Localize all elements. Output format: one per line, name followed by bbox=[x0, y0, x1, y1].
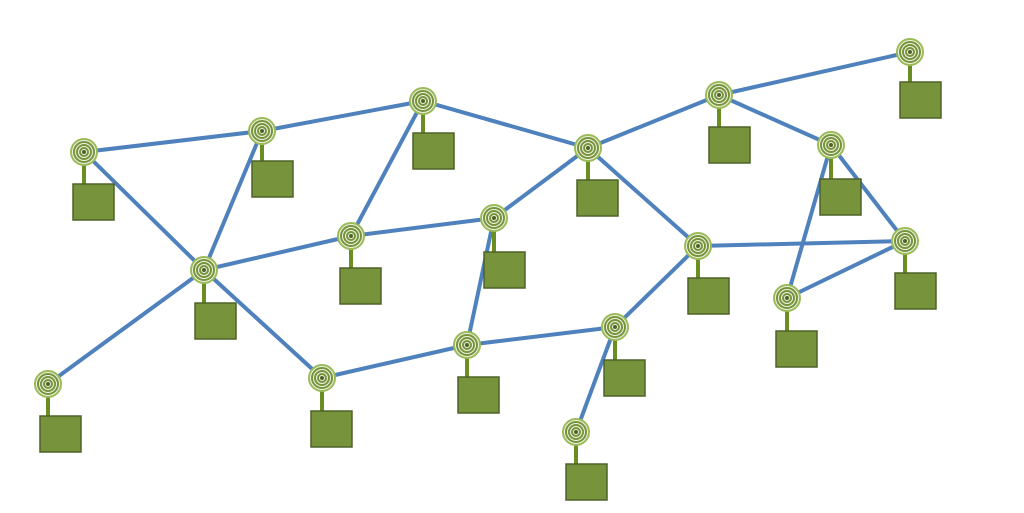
link-n1-n7 bbox=[82, 150, 206, 272]
link-n10-n15 bbox=[613, 244, 700, 329]
wireless-antenna-icon bbox=[601, 313, 629, 341]
wireless-antenna-icon bbox=[891, 227, 919, 255]
wireless-antenna-icon bbox=[248, 117, 276, 145]
link-n5-n6 bbox=[717, 50, 912, 97]
node-n7 bbox=[190, 256, 237, 340]
node-n4 bbox=[574, 134, 619, 217]
node-n18 bbox=[562, 418, 608, 501]
wireless-antenna-icon bbox=[34, 370, 62, 398]
wireless-antenna-icon bbox=[684, 232, 712, 260]
device-box-icon bbox=[251, 160, 294, 198]
node-n5 bbox=[705, 81, 751, 164]
node-n9 bbox=[480, 204, 526, 289]
device-box-icon bbox=[457, 376, 500, 414]
node-n6 bbox=[896, 38, 942, 119]
link-n16-n17 bbox=[785, 143, 833, 300]
node-n15 bbox=[601, 313, 646, 397]
wireless-antenna-icon bbox=[337, 222, 365, 250]
link-n7-n8 bbox=[202, 234, 353, 272]
node-n8 bbox=[337, 222, 382, 305]
wireless-antenna-icon bbox=[562, 418, 590, 446]
device-box-icon bbox=[310, 410, 353, 448]
network-links bbox=[46, 50, 912, 434]
link-n2-n3 bbox=[260, 99, 425, 133]
link-n13-n14 bbox=[320, 343, 469, 380]
link-n4-n5 bbox=[586, 93, 721, 150]
link-n4-n9 bbox=[492, 146, 590, 220]
device-box-icon bbox=[565, 463, 608, 501]
link-n7-n12 bbox=[46, 268, 206, 386]
node-n2 bbox=[248, 117, 294, 198]
device-box-icon bbox=[708, 126, 751, 164]
wireless-antenna-icon bbox=[453, 331, 481, 359]
node-n14 bbox=[453, 331, 500, 414]
device-box-icon bbox=[603, 359, 646, 397]
link-n14-n15 bbox=[465, 325, 617, 347]
wireless-antenna-icon bbox=[190, 256, 218, 284]
node-n1 bbox=[70, 138, 115, 221]
device-box-icon bbox=[72, 183, 115, 221]
device-box-icon bbox=[819, 178, 862, 216]
device-box-icon bbox=[899, 81, 942, 119]
device-box-icon bbox=[339, 267, 382, 305]
link-n7-n13 bbox=[202, 268, 324, 380]
link-n1-n2 bbox=[82, 129, 264, 154]
wireless-antenna-icon bbox=[896, 38, 924, 66]
node-n11 bbox=[891, 227, 937, 310]
wireless-antenna-icon bbox=[705, 81, 733, 109]
wireless-antenna-icon bbox=[574, 134, 602, 162]
device-box-icon bbox=[39, 415, 82, 453]
node-n3 bbox=[409, 87, 455, 170]
link-n9-n14 bbox=[465, 216, 496, 347]
device-box-icon bbox=[894, 272, 937, 310]
link-n3-n8 bbox=[349, 99, 425, 238]
wireless-antenna-icon bbox=[409, 87, 437, 115]
wireless-antenna-icon bbox=[480, 204, 508, 232]
device-box-icon bbox=[775, 330, 818, 368]
node-n10 bbox=[684, 232, 730, 315]
wireless-antenna-icon bbox=[70, 138, 98, 166]
device-box-icon bbox=[576, 179, 619, 217]
device-box-icon bbox=[412, 132, 455, 170]
network-nodes bbox=[34, 38, 942, 501]
link-n15-n18 bbox=[574, 325, 617, 434]
device-box-icon bbox=[687, 277, 730, 315]
link-n3-n4 bbox=[421, 99, 590, 150]
wireless-antenna-icon bbox=[773, 284, 801, 312]
device-box-icon bbox=[483, 251, 526, 289]
wireless-antenna-icon bbox=[308, 364, 336, 392]
node-n12 bbox=[34, 370, 82, 453]
link-n4-n10 bbox=[586, 146, 700, 248]
node-n13 bbox=[308, 364, 353, 448]
device-box-icon bbox=[194, 302, 237, 340]
link-n2-n7 bbox=[202, 129, 264, 272]
node-n17 bbox=[773, 284, 818, 368]
link-n8-n9 bbox=[349, 216, 496, 238]
link-n17-n11 bbox=[785, 239, 907, 300]
link-n5-n16 bbox=[717, 93, 833, 147]
wireless-antenna-icon bbox=[817, 131, 845, 159]
link-n16-n11 bbox=[829, 143, 907, 243]
node-n16 bbox=[817, 131, 862, 216]
